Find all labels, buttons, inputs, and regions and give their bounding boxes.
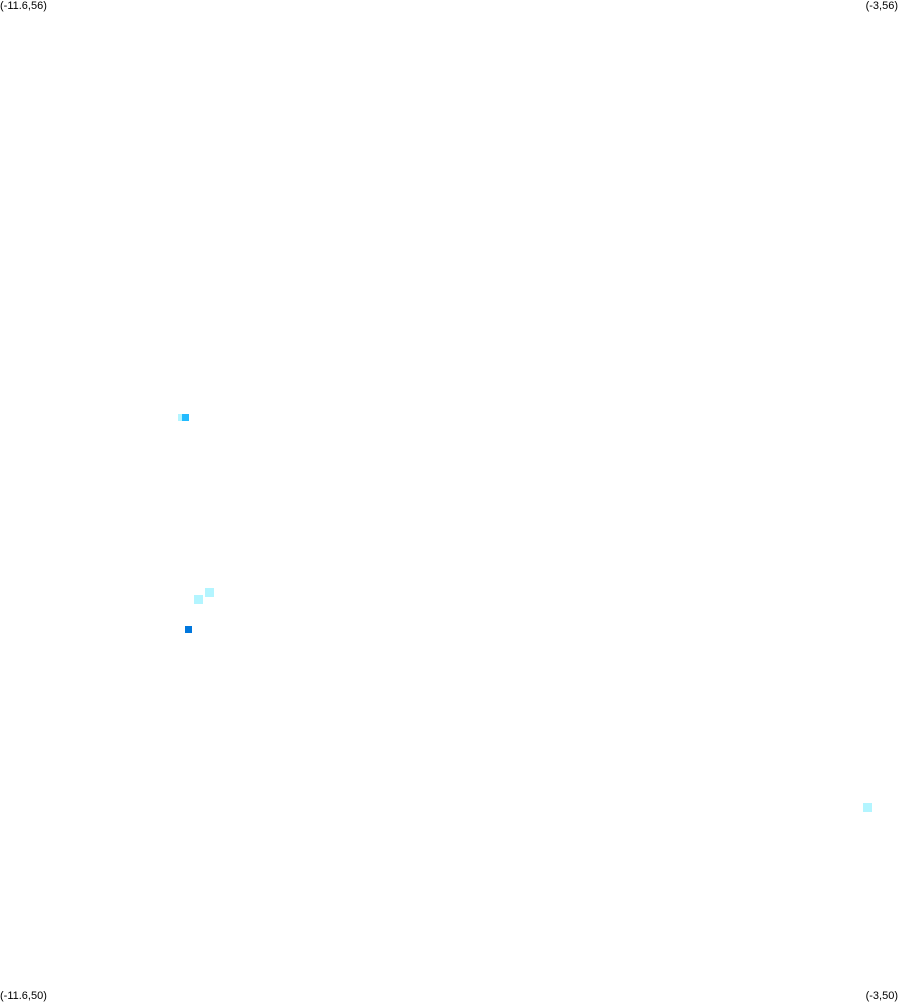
corner-label-bottom-right: (-3,50) bbox=[865, 990, 898, 1002]
corner-label-bottom-left: (-11.6,50) bbox=[0, 990, 47, 1002]
map-point bbox=[863, 803, 873, 813]
map-point bbox=[181, 414, 189, 422]
map-point bbox=[184, 625, 192, 633]
map-point bbox=[204, 588, 214, 598]
corner-label-top-right: (-3,56) bbox=[865, 0, 898, 12]
map-point bbox=[194, 594, 204, 604]
corner-label-top-left: (-11.6,56) bbox=[0, 0, 47, 12]
